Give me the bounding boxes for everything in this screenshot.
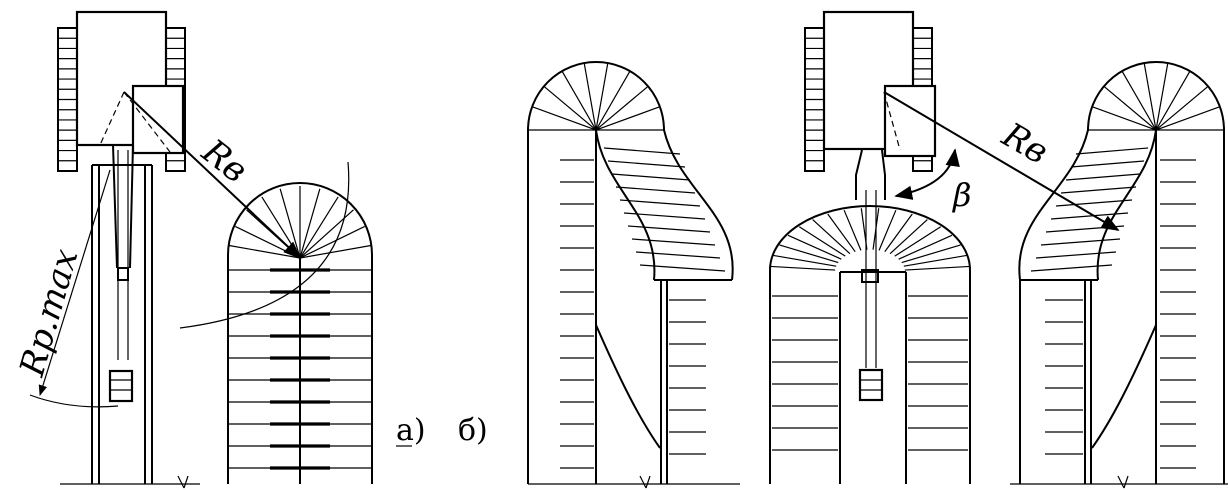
left-crawler-track <box>57 27 78 172</box>
narrow-trench <box>60 164 200 489</box>
rotating-platform <box>131 84 185 155</box>
boom-b <box>855 149 886 368</box>
left-loop-trench <box>527 61 740 489</box>
arched-face-block <box>227 182 373 484</box>
boom <box>112 144 134 360</box>
panel-a-diagram: Rp.max Rв а) <box>12 10 426 489</box>
panel-b-diagram: б) <box>458 10 1228 489</box>
beta-label: β <box>952 176 972 214</box>
left-crawler-track-b <box>804 27 825 172</box>
rv-radius-line-b <box>883 91 1120 231</box>
bucket <box>108 369 134 403</box>
right-loop-trench <box>1010 61 1228 489</box>
swing-arc <box>179 161 350 329</box>
digging-radius-arc <box>29 394 119 408</box>
beta-angle-arc <box>894 148 960 200</box>
rp-max-label: Rp.max <box>12 245 87 382</box>
panel-a-label: а) <box>396 413 426 448</box>
bucket-b <box>858 368 884 402</box>
rv-label-a: Rв <box>194 131 255 191</box>
rv-label-b: Rв <box>995 115 1055 173</box>
central-arched-face <box>769 205 971 484</box>
rp-max-dimension <box>38 169 111 397</box>
rv-radius-line-a <box>123 91 302 260</box>
panel-b-label: б) <box>458 413 488 448</box>
